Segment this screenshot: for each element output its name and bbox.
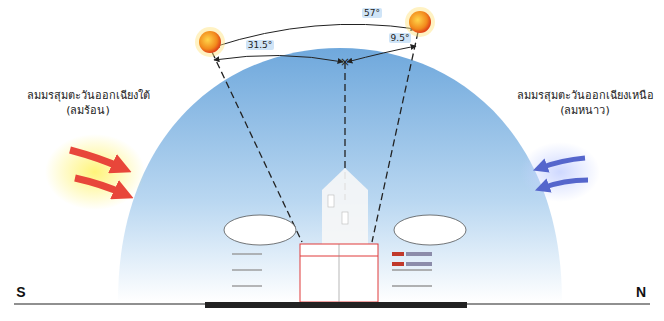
sun [409,11,431,33]
direction-label: N [636,284,646,300]
house-section [224,168,466,302]
hot-wind-arrow [70,150,122,168]
svg-text:×: × [340,55,350,69]
wind-label: ลมมรสุมตะวันออกเฉียงเหนือ [517,90,654,103]
wind-label: (ลมหนาว) [560,105,610,118]
cold-wind-arrow [542,180,588,188]
hot-wind-arrow [75,178,124,194]
direction-label: S [16,284,25,300]
wind-label: (ลมร้อน) [66,105,110,118]
sky-dome [118,48,562,302]
ground-slab [205,302,467,308]
sun [199,31,221,53]
angle-label: 9.5° [389,33,412,43]
cold-wind-arrow [540,158,585,168]
wind-label: ลมมรสุมตะวันออกเฉียงใต้ [27,90,150,103]
angle-label: 57° [362,8,382,18]
angle-label: 31.5° [246,40,275,50]
